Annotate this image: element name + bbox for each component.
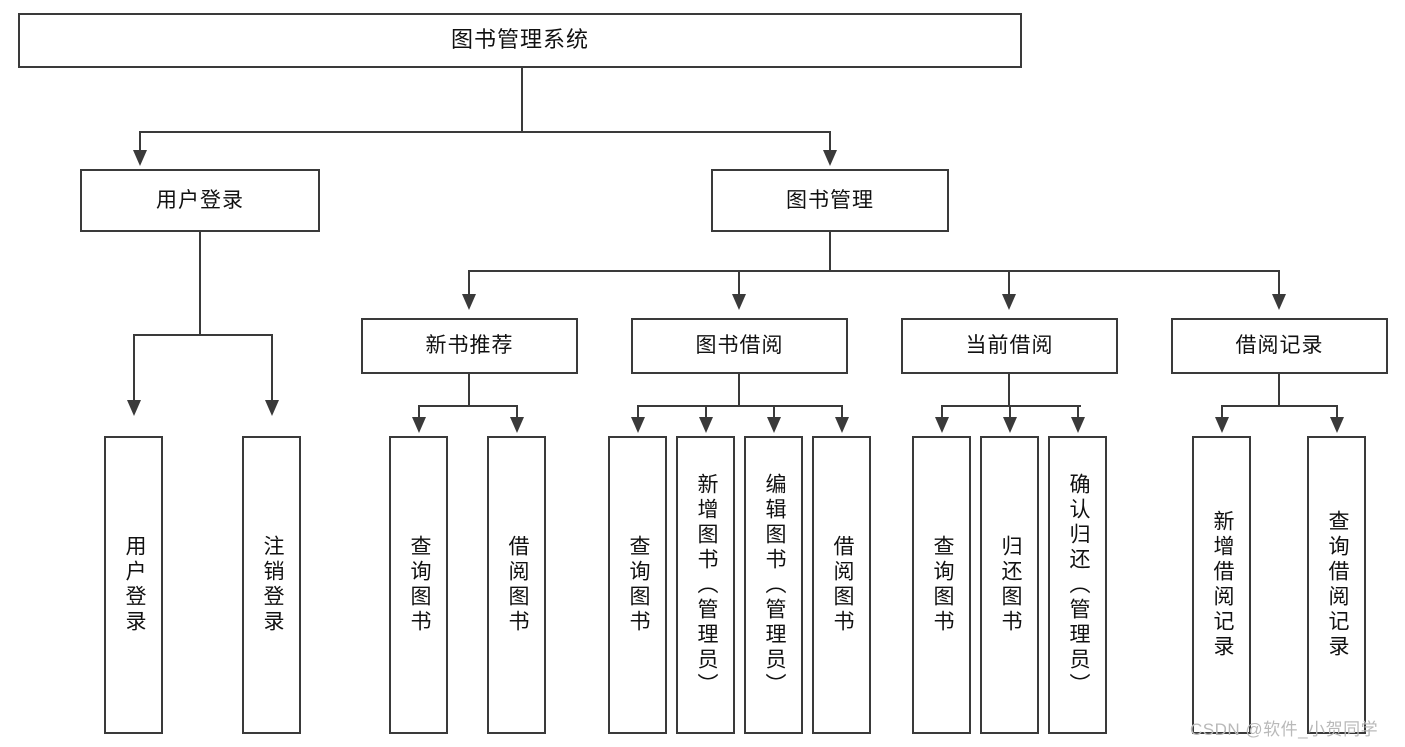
arrow-bm-to-new-book-recommend [462, 294, 476, 310]
connector-nbr-stem [468, 374, 470, 406]
connector-root-stem [521, 68, 523, 132]
node-label: 图书管理系统 [450, 27, 589, 53]
leaf-book-borrow-3[interactable]: 编辑图书（管理员） [744, 436, 803, 734]
leaf-borrow-records-2[interactable]: 查询借阅记录 [1307, 436, 1366, 734]
connector-bb-drop-3 [773, 405, 775, 418]
leaf-book-borrow-1[interactable]: 查询图书 [608, 436, 667, 734]
leaf-new-book-recommend-1[interactable]: 查询图书 [389, 436, 448, 734]
connector-cb-bus [941, 405, 1081, 407]
connector-root-to-user-login [139, 131, 141, 151]
arrow-nbr-leaf-2 [510, 417, 524, 433]
node-book-borrow[interactable]: 图书借阅 [631, 318, 848, 374]
arrow-bm-to-book-borrow [732, 294, 746, 310]
arrow-nbr-leaf-1 [412, 417, 426, 433]
node-label: 图书借阅 [695, 334, 784, 358]
arrow-bb-leaf-4 [835, 417, 849, 433]
leaf-new-book-recommend-2[interactable]: 借阅图书 [487, 436, 546, 734]
node-label: 编辑图书（管理员） [762, 472, 786, 698]
connector-cb-drop-2 [1009, 405, 1011, 418]
node-label: 查询图书 [930, 535, 954, 635]
leaf-book-borrow-4[interactable]: 借阅图书 [812, 436, 871, 734]
connector-bb-bus [637, 405, 843, 407]
leaf-borrow-records-1[interactable]: 新增借阅记录 [1192, 436, 1251, 734]
connector-bm-drop-3 [1008, 270, 1010, 295]
arrow-root-to-user-login [133, 150, 147, 166]
connector-nbr-drop-1 [418, 405, 420, 418]
node-label: 用户登录 [156, 188, 244, 212]
arrow-bm-to-borrow-records [1272, 294, 1286, 310]
arrow-cb-leaf-1 [935, 417, 949, 433]
node-root-book-management-system[interactable]: 图书管理系统 [18, 13, 1022, 68]
arrow-br-leaf-1 [1215, 417, 1229, 433]
connector-bb-stem [738, 374, 740, 406]
node-label: 借阅记录 [1235, 334, 1324, 358]
arrow-bb-leaf-3 [767, 417, 781, 433]
node-label: 借阅图书 [830, 535, 854, 635]
connector-br-bus [1221, 405, 1338, 407]
arrow-br-leaf-2 [1330, 417, 1344, 433]
connector-nbr-bus [418, 405, 518, 407]
arrow-root-to-book-management [823, 150, 837, 166]
connector-bm-drop-4 [1278, 270, 1280, 295]
arrow-cb-leaf-3 [1071, 417, 1085, 433]
node-label: 借阅图书 [505, 535, 529, 635]
node-label: 新书推荐 [425, 334, 514, 358]
connector-root-bus [139, 131, 831, 133]
arrow-bb-leaf-1 [631, 417, 645, 433]
node-label: 当前借阅 [965, 334, 1054, 358]
node-label: 查询借阅记录 [1325, 510, 1349, 660]
arrow-bm-to-current-borrow [1002, 294, 1016, 310]
node-book-management[interactable]: 图书管理 [711, 169, 949, 232]
connector-bm-drop-1 [468, 270, 470, 295]
connector-book-management-bus [468, 270, 1280, 272]
connector-nbr-drop-2 [516, 405, 518, 418]
arrow-bb-leaf-2 [699, 417, 713, 433]
connector-bb-drop-4 [841, 405, 843, 418]
node-user-login[interactable]: 用户登录 [80, 169, 320, 232]
connector-bb-drop-1 [637, 405, 639, 418]
arrow-user-login-leaf-2 [265, 400, 279, 416]
leaf-book-borrow-2[interactable]: 新增图书（管理员） [676, 436, 735, 734]
connector-book-management-stem [829, 232, 831, 271]
node-label: 查询图书 [407, 535, 431, 635]
node-label: 确认归还（管理员） [1066, 472, 1090, 698]
node-label: 新增借阅记录 [1210, 510, 1234, 660]
connector-br-stem [1278, 374, 1280, 406]
node-label: 归还图书 [998, 535, 1022, 635]
node-borrow-records[interactable]: 借阅记录 [1171, 318, 1388, 374]
connector-user-login-drop-1 [133, 334, 135, 401]
connector-br-drop-2 [1336, 405, 1338, 418]
connector-cb-stem [1008, 374, 1010, 406]
connector-br-drop-1 [1221, 405, 1223, 418]
node-label: 用户登录 [122, 535, 146, 635]
connector-user-login-stem [199, 232, 201, 335]
node-new-book-recommend[interactable]: 新书推荐 [361, 318, 578, 374]
node-label: 查询图书 [626, 535, 650, 635]
leaf-user-login-2[interactable]: 注销登录 [242, 436, 301, 734]
leaf-current-borrow-1[interactable]: 查询图书 [912, 436, 971, 734]
connector-cb-drop-1 [941, 405, 943, 418]
connector-root-to-book-management [829, 131, 831, 151]
node-label: 新增图书（管理员） [694, 472, 718, 698]
leaf-current-borrow-3[interactable]: 确认归还（管理员） [1048, 436, 1107, 734]
connector-bm-drop-2 [738, 270, 740, 295]
arrow-cb-leaf-2 [1003, 417, 1017, 433]
connector-user-login-drop-2 [271, 334, 273, 401]
node-current-borrow[interactable]: 当前借阅 [901, 318, 1118, 374]
arrow-user-login-leaf-1 [127, 400, 141, 416]
csdn-watermark: CSDN @软件_小贺同学 [1190, 720, 1379, 739]
connector-cb-drop-3 [1077, 405, 1079, 418]
connector-user-login-bus [133, 334, 273, 336]
node-label: 注销登录 [260, 535, 284, 635]
leaf-current-borrow-2[interactable]: 归还图书 [980, 436, 1039, 734]
connector-bb-drop-2 [705, 405, 707, 418]
node-label: 图书管理 [786, 188, 874, 212]
leaf-user-login-1[interactable]: 用户登录 [104, 436, 163, 734]
